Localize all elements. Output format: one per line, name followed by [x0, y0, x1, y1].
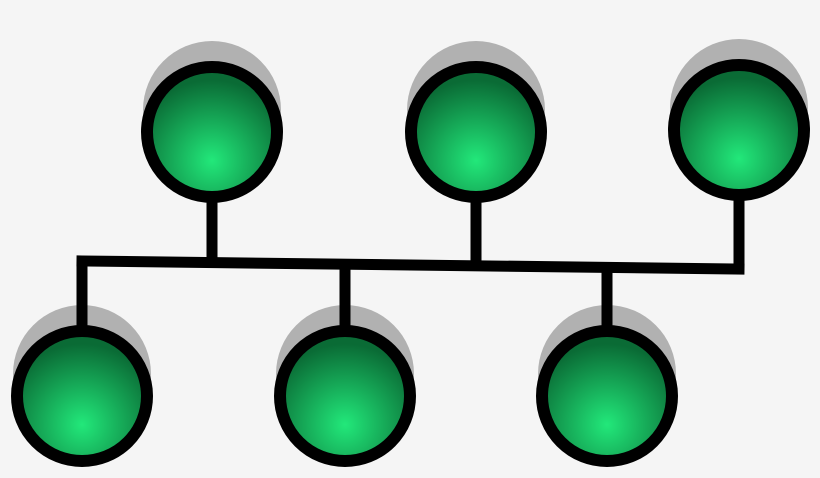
- bus-lines: [76, 193, 745, 333]
- node-bottom-left: [11, 325, 153, 467]
- node-top-left: [141, 61, 283, 203]
- node-top-right: [668, 59, 810, 201]
- bus-backbone: [76, 255, 745, 275]
- nodes: [11, 59, 810, 467]
- node-bottom-middle: [274, 325, 416, 467]
- node-top-middle: [405, 61, 547, 203]
- node-bottom-right: [536, 325, 678, 467]
